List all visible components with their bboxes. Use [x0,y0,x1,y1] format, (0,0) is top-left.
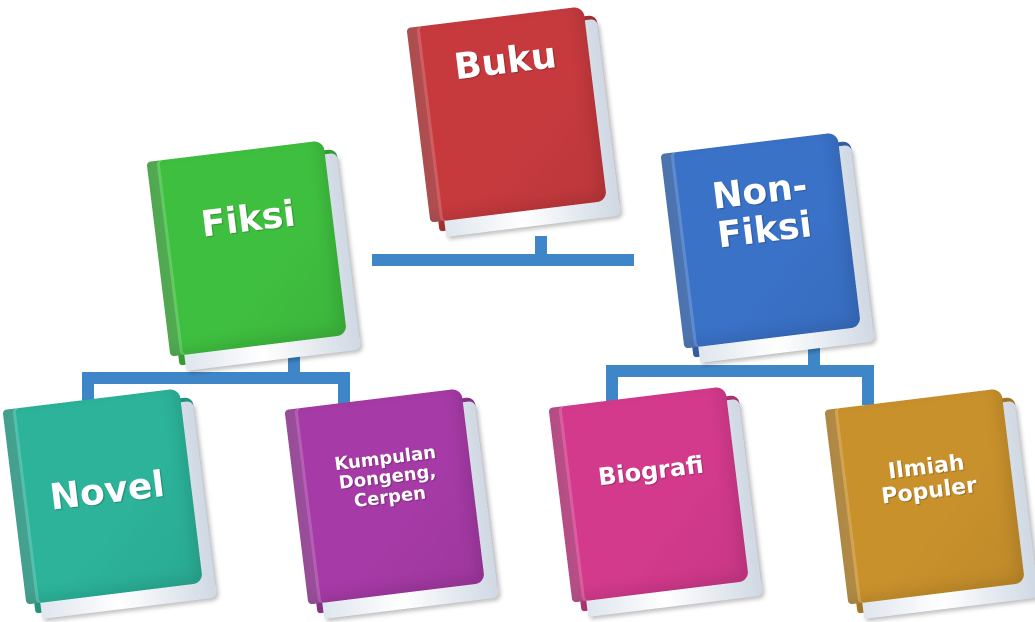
book-cover: Biografi [548,386,750,603]
book-title-buku: Buku [451,34,559,88]
book-biografi: Biografi [548,385,763,617]
book-cover: Novel [2,388,204,605]
book-cover: Kumpulan Dongeng, Cerpen [284,388,486,605]
book-fiksi: Fiksi [146,139,361,371]
book-title-biografi: Biografi [596,450,706,492]
book-kumpulan-dongeng-cerpen: Kumpulan Dongeng, Cerpen [284,387,499,619]
book-ilmiah-populer: Ilmiah Populer [824,387,1035,619]
book-cover: Buku [406,6,608,223]
connector-root-stem [535,236,547,258]
connector-fiksi-horizontal [82,372,350,384]
book-title-non-fiksi: Non- Fiksi [709,165,815,257]
connector-nonfiksi-right-drop [862,365,874,405]
connector-root-horizontal [372,254,634,266]
book-cover: Fiksi [146,140,348,357]
book-cover: Ilmiah Populer [824,388,1026,605]
book-cover: Non- Fiksi [660,132,862,349]
book-non-fiksi: Non- Fiksi [660,131,875,363]
book-buku: Buku [406,5,621,237]
connector-nonfiksi-stem [808,343,820,369]
book-title-novel: Novel [47,463,167,519]
connector-nonfiksi-horizontal [606,365,874,377]
book-title-fiksi: Fiksi [198,192,298,246]
book-novel: Novel [2,387,217,619]
book-title-kumpulan-dongeng-cerpen: Kumpulan Dongeng, Cerpen [333,441,438,512]
book-title-ilmiah-populer: Ilmiah Populer [880,450,979,510]
connector-nonfiksi-left-drop [606,365,618,405]
